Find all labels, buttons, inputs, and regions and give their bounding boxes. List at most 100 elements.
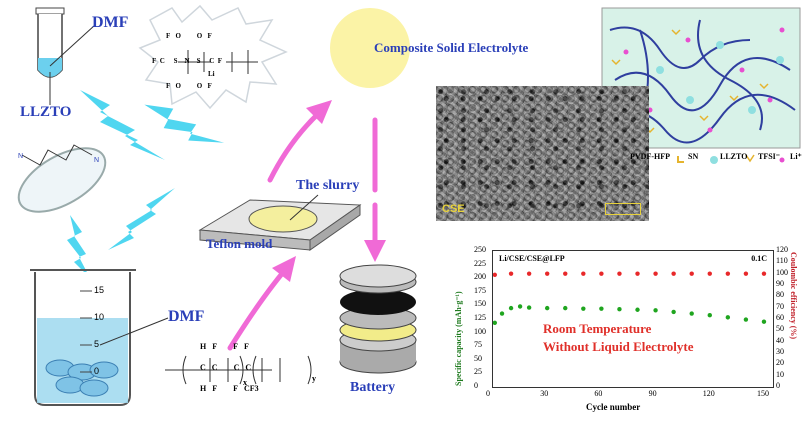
x-tick-label: 90 (648, 389, 657, 398)
chart-rate: 0.1C (751, 254, 767, 263)
litfsi-structure (178, 50, 258, 74)
lightning-bolt-1 (80, 90, 165, 160)
efficiency-point (671, 271, 676, 276)
capacity-point (617, 307, 622, 312)
battery-icon (339, 264, 417, 374)
teflon-mold-icon (198, 194, 362, 251)
capacity-point (544, 305, 550, 311)
y-right-tick-label: 0 (776, 381, 780, 390)
y-left-tick-label: 250 (474, 245, 486, 254)
electrolyte-circle (330, 8, 410, 88)
capacity-point (563, 305, 568, 311)
cse-title: Composite Solid Electrolyte (374, 40, 529, 55)
y-left-tick-label: 150 (474, 299, 486, 309)
capacity-point (526, 305, 532, 310)
y-left-tick-label: 25 (474, 367, 482, 377)
y-left-tick-label: 225 (474, 258, 486, 268)
beaker-tick-5: 5 (94, 339, 100, 349)
y-right-tick-label: 50 (776, 324, 784, 334)
y-left-tick-label: 125 (474, 313, 486, 322)
efficiency-point (635, 271, 640, 276)
dmf-label-beaker: DMF (168, 308, 205, 325)
legend-li: Li⁺ (790, 152, 802, 161)
chart-plot-area (493, 271, 767, 326)
y-left-tick-label: 175 (474, 285, 486, 295)
capacity-point (508, 305, 514, 311)
efficiency-point (707, 271, 712, 276)
y-right-tick-label: 60 (776, 313, 784, 322)
pvdf-y: y (312, 374, 316, 383)
litfsi-burst-shape (138, 4, 288, 110)
y-right-tick-label: 40 (776, 335, 784, 345)
capacity-point (499, 311, 505, 316)
efficiency-point (508, 271, 514, 276)
chart-annotation-2: Without Liquid Electrolyte (543, 339, 694, 354)
legend-pvdf: PVDF-HFP (630, 152, 670, 161)
y-left-tick-label: 75 (474, 340, 482, 350)
beaker-tick-0: 0 (94, 366, 100, 376)
capacity-point (761, 319, 767, 324)
y-right-tick-label: 90 (776, 279, 784, 288)
efficiency-point (493, 272, 498, 277)
y-left-tick-label: 200 (474, 272, 486, 282)
beaker-tick-15: 15 (94, 285, 105, 295)
y-left-tick-label: 50 (474, 353, 482, 363)
chart-annotation-1: Room Temperature (543, 321, 652, 336)
efficiency-point (526, 271, 532, 276)
lightning-bolt-2 (144, 104, 225, 143)
llzto-label: LLZTO (20, 104, 72, 120)
capacity-point (493, 320, 498, 326)
svg-text:N: N (94, 157, 99, 164)
capacity-point (599, 306, 604, 311)
pink-arrows (227, 109, 378, 351)
x-tick-label: 30 (540, 389, 549, 398)
x-tick-label: 120 (702, 389, 715, 398)
efficiency-point (617, 271, 622, 276)
sem-tag: CSE (442, 203, 465, 215)
capacity-point (581, 306, 586, 311)
y-right-tick-label: 120 (776, 245, 788, 254)
litfsi-atoms-row3: F O O F (166, 82, 212, 90)
litfsi-li: Li (208, 70, 215, 78)
pvdf-atoms-bottom: H F F CF3 (200, 384, 259, 393)
watch-glass-icon (17, 144, 107, 213)
cycling-chart: Li/CSE/CSE@LFP 0.1C Room Temperature Wit… (492, 250, 774, 388)
lightning-bolt-4 (108, 188, 175, 250)
x-tick-label: 150 (756, 389, 769, 398)
battery-label: Battery (350, 380, 396, 395)
teflon-mold-label: Teflon mold (206, 236, 273, 251)
y-left-tick-label: 100 (474, 326, 486, 336)
efficiency-point (581, 271, 586, 276)
pvdf-hfp-structure (165, 355, 312, 385)
chart-ylabel-left: Specific capacity (mAh·g⁻¹) (454, 291, 463, 386)
x-tick-label: 0 (486, 389, 490, 398)
capacity-point (707, 312, 712, 318)
y-left-tick-label: 0 (474, 381, 478, 390)
y-right-tick-label: 100 (776, 267, 788, 277)
capacity-point (743, 317, 749, 322)
efficiency-point (599, 271, 604, 276)
y-right-tick-label: 80 (776, 290, 784, 300)
test-tube-icon (35, 7, 96, 105)
svg-text:N: N (18, 153, 23, 160)
capacity-point (725, 315, 731, 320)
dmf-label-top: DMF (92, 14, 129, 31)
litfsi-atoms-row2: F C S N S C F (152, 57, 223, 65)
efficiency-point (761, 271, 767, 276)
y-right-tick-label: 30 (776, 347, 784, 356)
slurry-label: The slurry (296, 178, 360, 193)
efficiency-point (563, 271, 568, 276)
y-right-tick-label: 10 (776, 369, 784, 379)
structure-panel (601, 7, 801, 165)
x-tick-label: 60 (594, 389, 603, 398)
legend-tfsi: TFSI⁻ (758, 152, 781, 161)
sem-image: CSE (436, 86, 649, 221)
capacity-point (517, 304, 523, 309)
litfsi-atoms-row1: F O O F (166, 32, 212, 40)
pvdf-x: x (243, 378, 247, 387)
capacity-point (689, 311, 694, 316)
efficiency-point (725, 271, 731, 276)
efficiency-point (743, 271, 749, 276)
